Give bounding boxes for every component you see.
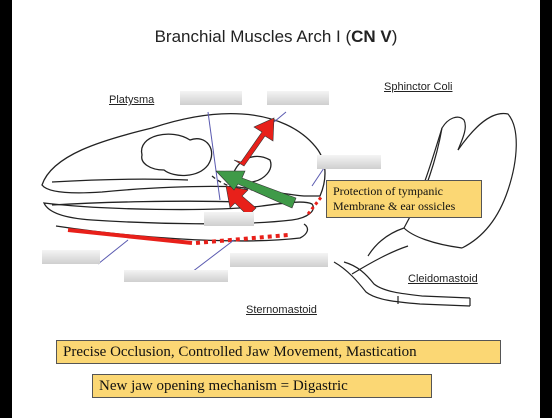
- label-platysma: Platysma: [109, 94, 154, 106]
- skull-outline: [42, 114, 325, 241]
- label-sternomastoid: Sternomastoid: [246, 304, 317, 316]
- slide: Branchial Muscles Arch I (CN V): [12, 0, 540, 418]
- red-dotted-ear: [308, 196, 322, 214]
- label-sphincter-coli: Sphinctor Coli: [384, 81, 452, 93]
- callout-digastric: New jaw opening mechanism = Digastric: [92, 374, 432, 398]
- blank-label-5: [42, 250, 100, 264]
- blank-label-6: [230, 253, 328, 267]
- blank-label-3: [317, 155, 381, 169]
- label-cleidomastoid: Cleidomastoid: [408, 273, 478, 285]
- pointer-lines: [98, 112, 324, 272]
- blank-label-2: [267, 91, 329, 105]
- blank-label-7: [124, 270, 228, 282]
- callout-occlusion: Precise Occlusion, Controlled Jaw Moveme…: [56, 340, 501, 364]
- blank-label-4: [204, 212, 254, 226]
- callout-tympanic: Protection of tympanic Membrane & ear os…: [326, 180, 482, 218]
- red-muscle-bar: [68, 230, 192, 243]
- red-muscle-dotted: [196, 235, 288, 243]
- blank-label-1: [180, 91, 242, 105]
